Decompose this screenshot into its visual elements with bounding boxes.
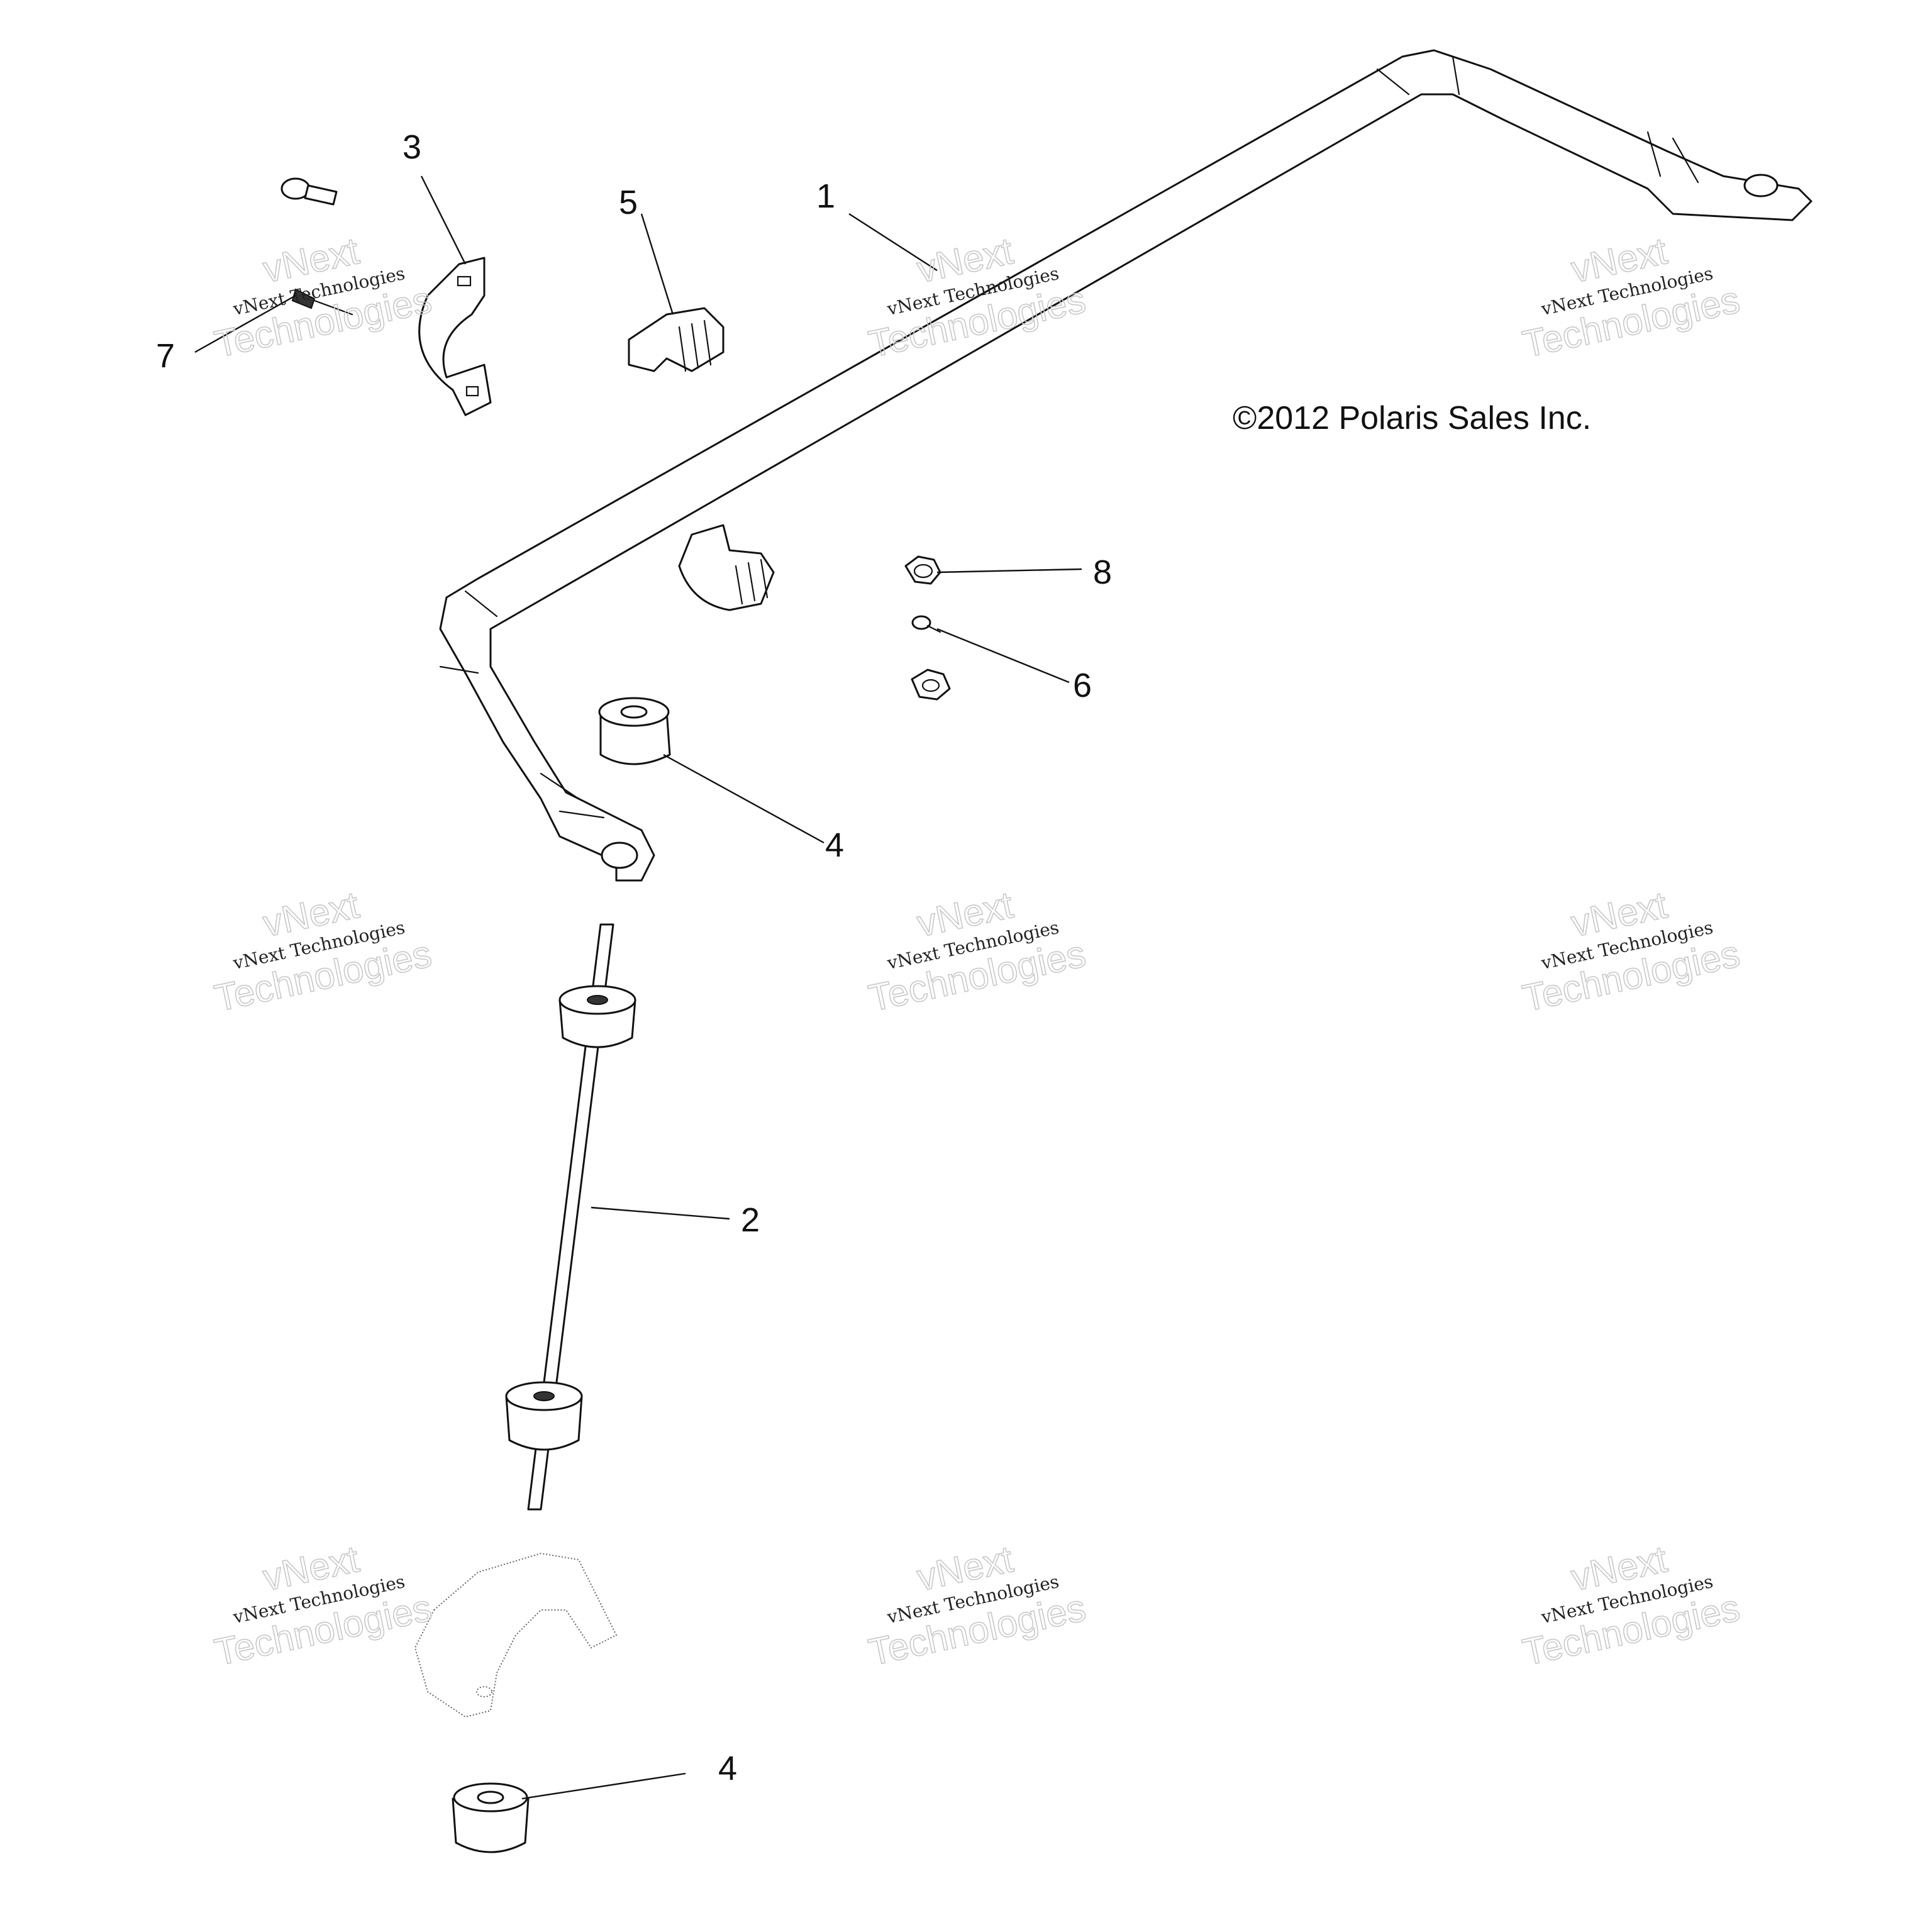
leader-lines [194, 175, 1082, 1800]
watermark: vNext vNext Technologies Technologies [211, 1537, 436, 1674]
mounting-bracket-phantom [414, 1552, 618, 1718]
bushing-clamp [418, 257, 492, 416]
grommet-upper [598, 697, 671, 765]
leader-5 [640, 213, 674, 315]
leader-7 [194, 294, 296, 353]
callout-7: 7 [156, 337, 175, 375]
callout-3: 3 [402, 128, 421, 166]
hex-nut [911, 669, 951, 701]
callout-6: 6 [1073, 667, 1092, 704]
stabilizer-bar [439, 49, 1813, 882]
leader-1 [848, 213, 938, 272]
stabilizer-link [505, 923, 636, 1511]
callout-5: 5 [619, 184, 638, 221]
callout-2: 2 [741, 1201, 760, 1239]
leader-3 [420, 175, 467, 265]
flange-nut [904, 555, 941, 585]
watermark: vNext vNext Technologies Technologies [211, 883, 436, 1020]
callout-1: 1 [816, 177, 835, 215]
stud [911, 615, 941, 633]
grommet-lower [452, 1782, 530, 1853]
watermark: vNext vNext Technologies Technologies [1519, 1537, 1744, 1674]
bushing-half-upper [628, 307, 724, 372]
watermark: vNext vNext Technologies Technologies [1519, 229, 1744, 366]
watermark: vNext vNext Technologies Technologies [865, 1537, 1090, 1674]
leader-6 [936, 628, 1070, 684]
leader-4b [521, 1772, 686, 1800]
watermark: vNext vNext Technologies Technologies [211, 229, 436, 366]
callout-4b: 4 [718, 1750, 737, 1787]
bushing-half-lower [678, 524, 775, 611]
flange-screw [280, 177, 338, 206]
watermark: vNext vNext Technologies Technologies [865, 883, 1090, 1020]
callout-labels: 1 2 3 4 4 5 6 7 8 [156, 128, 1112, 1787]
callout-8: 8 [1093, 553, 1112, 591]
leader-2 [591, 1206, 730, 1220]
callout-4a: 4 [825, 826, 844, 864]
leader-4a [663, 753, 824, 844]
copyright-notice: ©2012 Polaris Sales Inc. [1233, 400, 1591, 436]
watermark: vNext vNext Technologies Technologies [1519, 883, 1744, 1020]
leader-8 [936, 568, 1082, 574]
